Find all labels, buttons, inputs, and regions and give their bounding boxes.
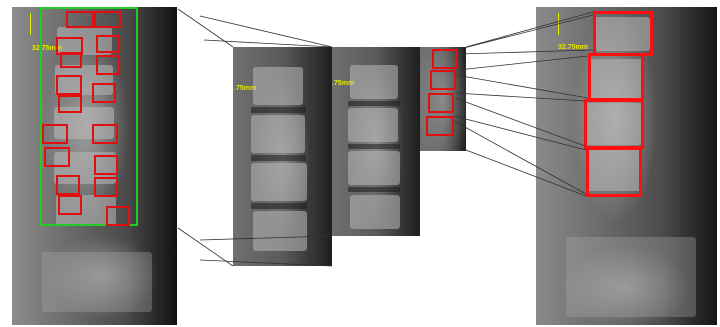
- connector-line: [460, 50, 593, 54]
- connector-line: [460, 15, 593, 49]
- connector-line: [454, 121, 586, 194]
- connector-line: [200, 260, 332, 266]
- connector-line: [455, 98, 585, 146]
- connector-line: [200, 16, 332, 47]
- connector-line: [204, 40, 332, 47]
- connector-line: [466, 150, 586, 196]
- connector-line: [454, 116, 586, 150]
- connector-line: [466, 12, 593, 47]
- connector-line: [200, 236, 332, 240]
- connector-line: [458, 56, 588, 70]
